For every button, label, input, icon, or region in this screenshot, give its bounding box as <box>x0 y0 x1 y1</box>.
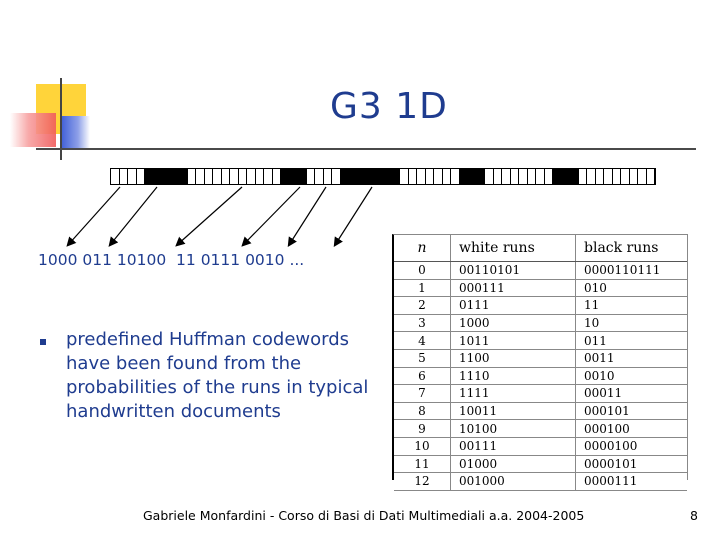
cell-n: 7 <box>394 385 451 403</box>
cell-white-run: 001000 <box>451 473 576 491</box>
bullet-text: predefined Huffman codewords have been f… <box>66 328 386 424</box>
cell-black-run: 0000110111 <box>576 262 688 280</box>
cell-white-run: 1110 <box>451 367 576 385</box>
cell-n: 3 <box>394 314 451 332</box>
cell-black-run: 0010 <box>576 367 688 385</box>
cell-n: 5 <box>394 349 451 367</box>
cell-n: 0 <box>394 262 451 280</box>
cell-black-run: 10 <box>576 314 688 332</box>
column-header-black-runs: black runs <box>576 235 688 262</box>
cell-n: 10 <box>394 437 451 455</box>
cell-n: 12 <box>394 473 451 491</box>
cell-n: 4 <box>394 332 451 350</box>
cell-white-run: 01000 <box>451 455 576 473</box>
cell-black-run: 000100 <box>576 420 688 438</box>
cell-black-run: 011 <box>576 332 688 350</box>
arrow-4 <box>243 187 300 245</box>
table-row: 7111100011 <box>394 385 687 403</box>
arrow-1 <box>68 187 120 245</box>
table-row: 611100010 <box>394 367 687 385</box>
column-header-n: n <box>394 235 451 262</box>
cell-white-run: 1111 <box>451 385 576 403</box>
cell-black-run: 0000101 <box>576 455 688 473</box>
bullet-icon <box>40 339 46 345</box>
cell-black-run: 11 <box>576 297 688 315</box>
footer-text: Gabriele Monfardini - Corso di Basi di D… <box>143 508 584 523</box>
arrow-5 <box>289 187 326 245</box>
cell-n: 11 <box>394 455 451 473</box>
table-header-row: n white runs black runs <box>394 235 687 262</box>
cell-white-run: 000111 <box>451 279 576 297</box>
cell-n: 8 <box>394 402 451 420</box>
cell-white-run: 10100 <box>451 420 576 438</box>
cell-n: 6 <box>394 367 451 385</box>
cell-black-run: 0000111 <box>576 473 688 491</box>
cell-n: 9 <box>394 420 451 438</box>
cell-white-run: 10011 <box>451 402 576 420</box>
cell-n: 1 <box>394 279 451 297</box>
cell-white-run: 00110101 <box>451 262 576 280</box>
cell-black-run: 010 <box>576 279 688 297</box>
cell-black-run: 0000100 <box>576 437 688 455</box>
page-number: 8 <box>690 508 698 523</box>
cell-black-run: 00011 <box>576 385 688 403</box>
table-row: 10001110000100 <box>394 437 687 455</box>
cell-white-run: 1000 <box>451 314 576 332</box>
cell-black-run: 0011 <box>576 349 688 367</box>
cell-white-run: 0111 <box>451 297 576 315</box>
cell-white-run: 1011 <box>451 332 576 350</box>
cell-white-run: 00111 <box>451 437 576 455</box>
cell-n: 2 <box>394 297 451 315</box>
column-header-white-runs: white runs <box>451 235 576 262</box>
arrow-6 <box>335 187 372 245</box>
code-sequence: 1000 011 10100 11 0111 0010 ... <box>38 251 304 269</box>
arrow-2 <box>110 187 157 245</box>
cell-white-run: 1100 <box>451 349 576 367</box>
cell-black-run: 000101 <box>576 402 688 420</box>
arrow-3 <box>177 187 242 245</box>
